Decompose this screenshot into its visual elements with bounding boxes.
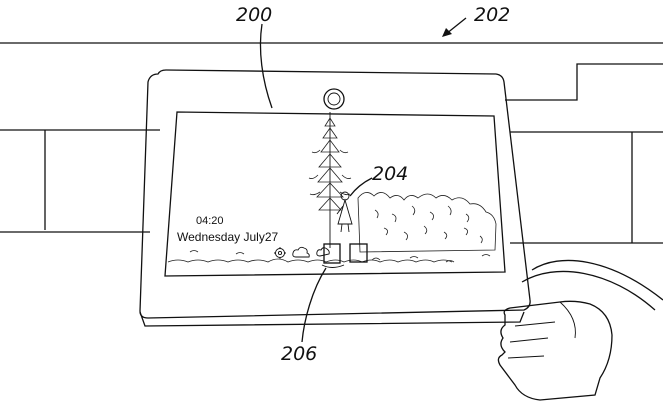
- date-text: Wednesday July27: [177, 230, 279, 244]
- app-bar[interactable]: [274, 243, 368, 268]
- foliage-texture: [167, 192, 497, 263]
- screen-scene: 04:20 Wednesday July27: [167, 112, 497, 268]
- document-icon[interactable]: [321, 243, 345, 268]
- label-device: 200: [236, 4, 272, 26]
- cloud-app-icon[interactable]: [316, 247, 330, 257]
- label-environment: 202: [474, 4, 510, 26]
- gear-icon[interactable]: [274, 247, 286, 259]
- label-app-bar: 206: [281, 343, 317, 365]
- tree-illustration: [308, 112, 352, 248]
- person-figure: [336, 191, 353, 233]
- hand-illustration: [497, 300, 613, 401]
- label-person-image: 204: [372, 163, 408, 185]
- reference-numerals: 200 202 204 206: [236, 4, 510, 365]
- square-icon[interactable]: [349, 243, 368, 263]
- room-background: [0, 42, 663, 311]
- cloud-icon[interactable]: [292, 246, 310, 258]
- clock-time: 04:20: [196, 215, 224, 227]
- display-device: [139, 69, 531, 327]
